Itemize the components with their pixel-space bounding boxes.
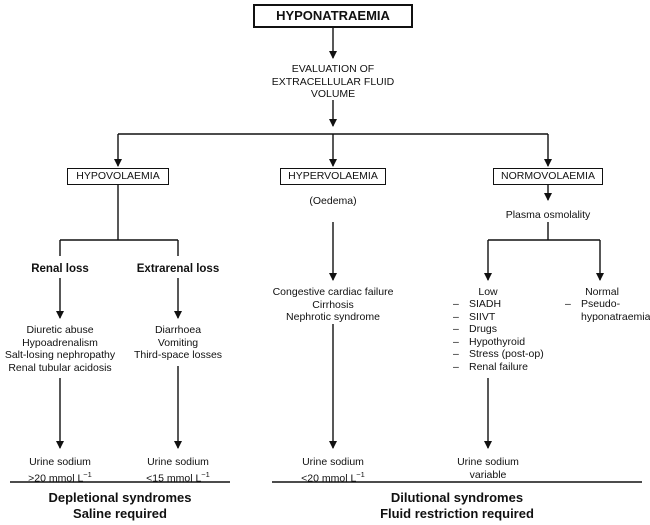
hypervolaemia-box: HYPERVOLAEMIA <box>280 168 386 185</box>
bullet: – <box>453 323 459 335</box>
low-item-text: Renal failure <box>469 360 528 373</box>
low-item: –Stress (post-op) <box>453 348 553 361</box>
renal-causes: Diuretic abuse Hypoadrenalism Salt-losin… <box>0 324 120 374</box>
bullet: – <box>565 298 571 310</box>
extrarenal-loss-heading: Extrarenal loss <box>136 263 220 275</box>
low-item: –Renal failure <box>453 361 553 374</box>
normal-item-text: Pseudo- <box>581 298 621 310</box>
normal-item-text: hyponatraemia <box>581 310 650 323</box>
normal-item: hyponatraemia <box>565 310 650 324</box>
hypervolaemia-label: HYPERVOLAEMIA <box>288 170 378 182</box>
bullet: – <box>453 360 459 373</box>
low-item-text: Stress (post-op) <box>469 348 544 360</box>
urine-value: variable <box>469 468 507 481</box>
footer-line-2: Fluid restriction required <box>380 506 534 521</box>
renal-loss-heading: Renal loss <box>31 263 89 275</box>
urine-label: Urine sodium <box>29 456 91 468</box>
evaluation-text: EVALUATION OF EXTRACELLULAR FLUID VOLUME <box>258 63 408 101</box>
urine-label: Urine sodium <box>457 456 519 468</box>
low-item-text: Drugs <box>469 323 498 335</box>
evaluation-line-3: VOLUME <box>310 88 356 100</box>
hyper-urine-sodium: Urine sodium <20 mmol L−1 <box>283 456 383 485</box>
depletional-footer: Depletional syndromes Saline required <box>20 490 220 522</box>
urine-label: Urine sodium <box>302 456 364 468</box>
extrarenal-cause-item: Third-space losses <box>133 349 223 361</box>
low-item-text: SIADH <box>469 298 502 310</box>
hyper-cause-item: Nephrotic syndrome <box>286 311 380 323</box>
urine-value: <15 mmol L−1 <box>128 469 228 485</box>
normovolaemia-label: NORMOVOLAEMIA <box>501 170 595 182</box>
hypovolaemia-box: HYPOVOLAEMIA <box>67 168 169 185</box>
low-item: –Drugs <box>453 323 553 336</box>
footer-line-2: Saline required <box>73 506 167 521</box>
hyper-cause-item: Congestive cardiac failure <box>272 286 394 298</box>
low-item-text: Hypothyroid <box>469 335 526 348</box>
urine-value: >20 mmol L−1 <box>10 469 110 485</box>
renal-cause-item: Diuretic abuse <box>26 324 94 336</box>
urine-exponent: −1 <box>201 469 210 479</box>
evaluation-line-1: EVALUATION OF <box>291 63 375 75</box>
hypovolaemia-label: HYPOVOLAEMIA <box>76 170 160 182</box>
extrarenal-cause-item: Diarrhoea <box>154 324 202 336</box>
normovolaemia-box: NORMOVOLAEMIA <box>493 168 603 185</box>
bullet: – <box>453 310 459 323</box>
low-item: –SIADH <box>453 298 553 311</box>
extrarenal-causes: Diarrhoea Vomiting Third-space losses <box>128 324 228 362</box>
low-heading: Low <box>478 286 498 298</box>
renal-cause-item: Hypoadrenalism <box>22 336 98 349</box>
normal-item: –Pseudo- <box>565 298 649 311</box>
normal-causes: –Pseudo- hyponatraemia <box>565 298 650 324</box>
oedema-note: (Oedema) <box>309 195 357 207</box>
renal-cause-item: Renal tubular acidosis <box>8 361 112 374</box>
footer-line-1: Dilutional syndromes <box>390 490 524 505</box>
dilutional-footer: Dilutional syndromes Fluid restriction r… <box>307 490 607 522</box>
urine-exponent: −1 <box>83 469 92 479</box>
renal-urine-sodium: Urine sodium >20 mmol L−1 <box>10 456 110 485</box>
urine-value-text: >20 mmol L <box>28 472 84 484</box>
evaluation-line-2: EXTRACELLULAR FLUID <box>271 75 395 88</box>
low-item: –Hypothyroid <box>453 336 553 349</box>
bullet: – <box>453 348 459 360</box>
urine-value-text: <15 mmol L <box>146 472 202 484</box>
low-item-text: SIIVT <box>469 310 496 323</box>
plasma-osmolality: Plasma osmolality <box>505 209 591 221</box>
footer-line-1: Depletional syndromes <box>48 490 192 505</box>
urine-exponent: −1 <box>356 469 365 479</box>
title-text: HYPONATRAEMIA <box>276 8 390 23</box>
urine-label: Urine sodium <box>147 456 209 468</box>
normal-heading: Normal <box>585 286 619 298</box>
urine-value-text: <20 mmol L <box>301 472 357 484</box>
low-urine-sodium: Urine sodium variable <box>438 456 538 481</box>
extrarenal-cause-item: Vomiting <box>157 336 199 349</box>
low-causes: –SIADH –SIIVT –Drugs –Hypothyroid –Stres… <box>453 298 553 373</box>
bullet: – <box>453 298 459 310</box>
extrarenal-urine-sodium: Urine sodium <15 mmol L−1 <box>128 456 228 485</box>
hyper-cause-item: Cirrhosis <box>312 298 354 311</box>
low-item: –SIIVT <box>453 311 553 324</box>
title-box: HYPONATRAEMIA <box>253 4 413 28</box>
renal-cause-item: Salt-losing nephropathy <box>4 349 116 361</box>
urine-value: <20 mmol L−1 <box>283 469 383 485</box>
bullet: – <box>453 335 459 348</box>
hypervolaemia-causes: Congestive cardiac failure Cirrhosis Nep… <box>263 286 403 324</box>
